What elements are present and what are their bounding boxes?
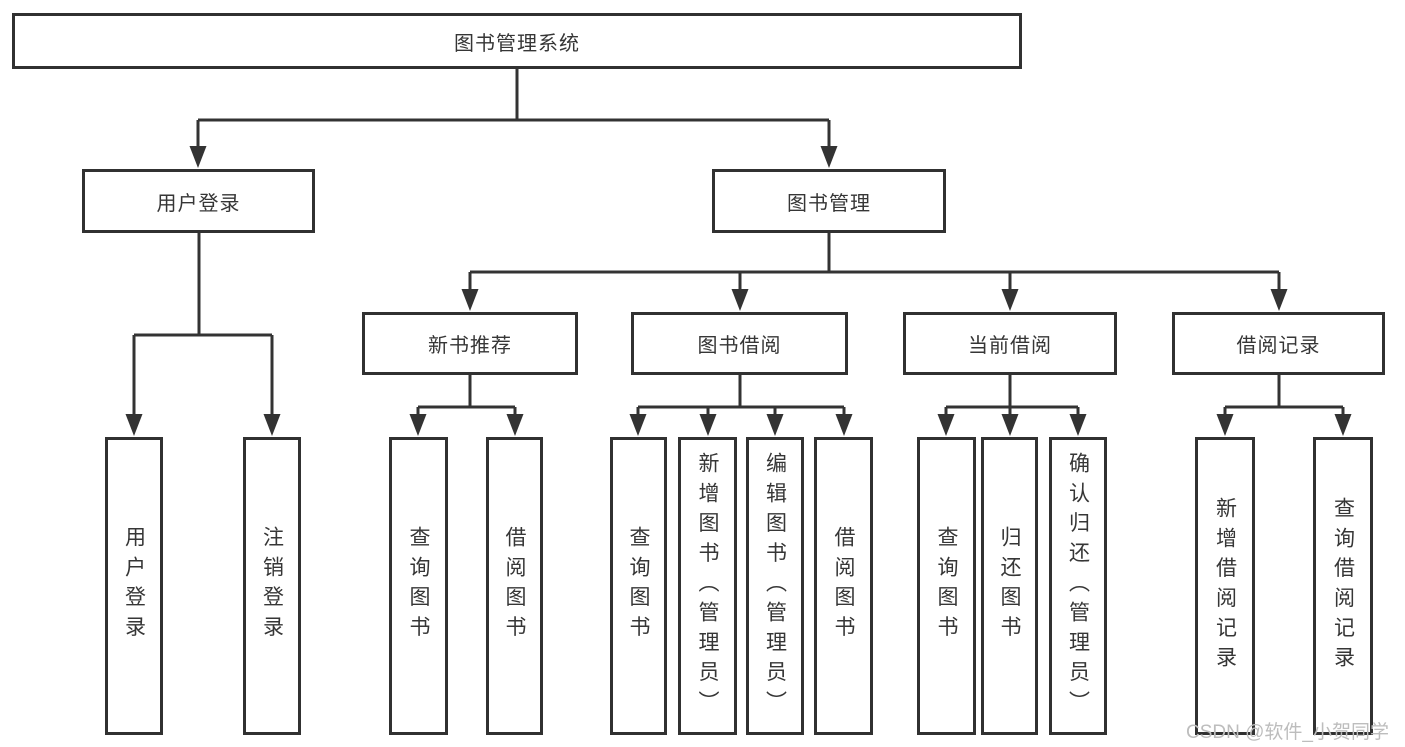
node-new-book-recommend: 新书推荐	[362, 312, 578, 375]
node-borrow-records: 借阅记录	[1172, 312, 1385, 375]
leaf-return-books: 归还图书	[981, 437, 1038, 735]
leaf-borrow-books-2: 借阅图书	[814, 437, 873, 735]
node-book-management: 图书管理	[712, 169, 946, 233]
leaf-borrow-books: 借阅图书	[486, 437, 543, 735]
arrowhead-icon	[506, 414, 524, 436]
node-label: 用户登录	[122, 526, 146, 646]
arrowhead-icon	[766, 414, 784, 436]
arrowhead-icon	[1334, 414, 1352, 436]
node-label: 用户登录	[156, 192, 241, 215]
arrowhead-icon	[835, 414, 853, 436]
arrowhead-icon	[699, 414, 717, 436]
arrowhead-icon	[125, 414, 143, 436]
leaf-edit-books-admin: 编辑图书（管理员）	[746, 437, 804, 735]
node-library-management-system: 图书管理系统	[12, 13, 1022, 69]
arrowhead-icon	[731, 289, 749, 311]
leaf-confirm-return-admin: 确认归还（管理员）	[1049, 437, 1107, 735]
arrowhead-icon	[189, 146, 207, 168]
leaf-logout: 注销登录	[243, 437, 301, 735]
node-label: 新增图书（管理员）	[696, 451, 720, 721]
node-label: 当前借阅	[968, 335, 1052, 357]
node-label: 借阅记录	[1236, 335, 1321, 357]
node-label: 图书借阅	[697, 335, 782, 357]
node-label: 查询图书	[407, 526, 431, 646]
arrowhead-icon	[629, 414, 647, 436]
leaf-query-borrow-record: 查询借阅记录	[1313, 437, 1373, 735]
node-label: 图书管理	[787, 192, 871, 215]
node-label: 编辑图书（管理员）	[763, 451, 787, 721]
leaf-user-login: 用户登录	[105, 437, 163, 735]
arrowhead-icon	[1069, 414, 1087, 436]
arrowhead-icon	[409, 414, 427, 436]
node-label: 新增借阅记录	[1213, 496, 1237, 676]
node-current-borrow: 当前借阅	[903, 312, 1117, 375]
node-label: 借阅图书	[503, 526, 527, 646]
arrowhead-icon	[1216, 414, 1234, 436]
arrowhead-icon	[820, 146, 838, 168]
node-label: 新书推荐	[428, 335, 512, 357]
node-label: 图书管理系统	[454, 32, 580, 55]
arrowhead-icon	[461, 289, 479, 311]
node-label: 确认归还（管理员）	[1066, 451, 1090, 721]
node-label: 注销登录	[260, 526, 284, 646]
node-label: 借阅图书	[832, 526, 856, 646]
leaf-query-books-2: 查询图书	[610, 437, 667, 735]
node-label: 查询借阅记录	[1331, 496, 1355, 676]
node-book-borrow: 图书借阅	[631, 312, 848, 375]
arrowhead-icon	[1270, 289, 1288, 311]
leaf-add-books-admin: 新增图书（管理员）	[678, 437, 737, 735]
node-label: 查询图书	[935, 526, 959, 646]
node-user-login: 用户登录	[82, 169, 315, 233]
leaf-query-books: 查询图书	[389, 437, 448, 735]
arrowhead-icon	[1001, 289, 1019, 311]
arrowhead-group	[125, 146, 1352, 436]
node-label: 归还图书	[998, 526, 1022, 646]
arrowhead-icon	[263, 414, 281, 436]
arrowhead-icon	[937, 414, 955, 436]
arrowhead-icon	[1001, 414, 1019, 436]
node-label: 查询图书	[627, 526, 651, 646]
watermark-text: CSDN @软件_小贺同学	[1186, 722, 1389, 743]
leaf-add-borrow-record: 新增借阅记录	[1195, 437, 1255, 735]
leaf-query-books-3: 查询图书	[917, 437, 976, 735]
